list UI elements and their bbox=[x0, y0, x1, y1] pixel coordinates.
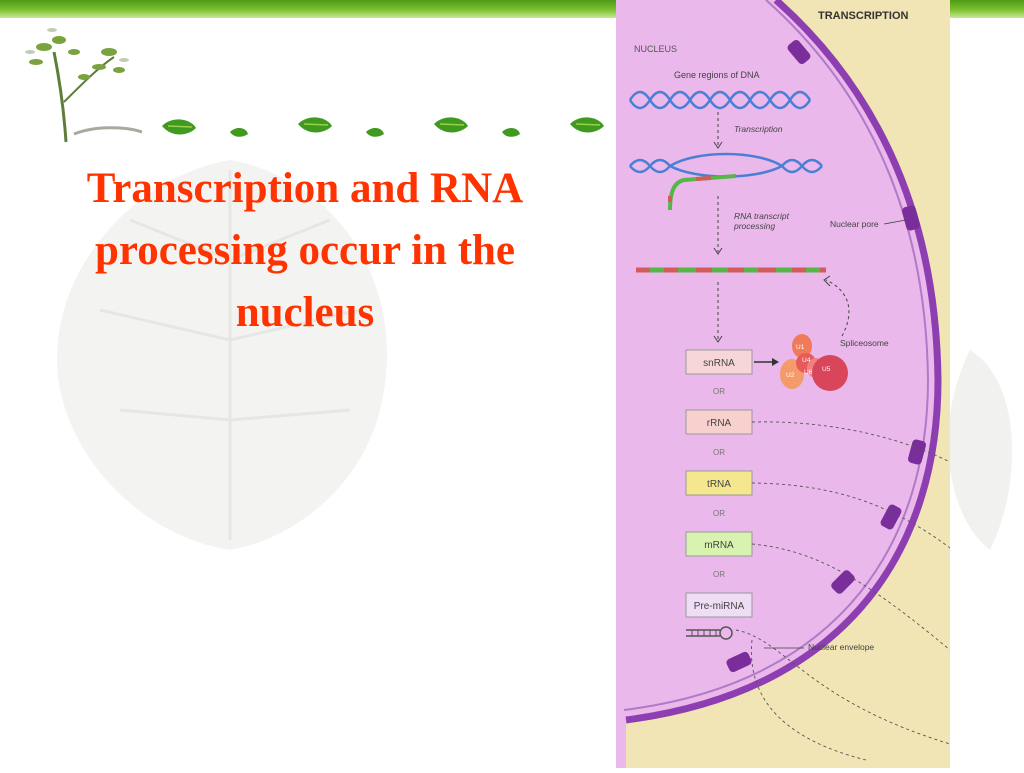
or-separator: OR bbox=[713, 448, 725, 457]
background-leaf-watermark bbox=[56, 160, 387, 550]
spliceosome: U1 U4 U6 U2 U5 bbox=[780, 334, 848, 391]
mrna-box bbox=[685, 531, 753, 557]
title-line-1: Transcription and RNA bbox=[86, 165, 524, 212]
transcription-step-label: Transcription bbox=[734, 124, 783, 134]
trna-box bbox=[685, 470, 753, 496]
slide-title: Transcription and RNA processing occur i… bbox=[20, 158, 590, 344]
spliceosome-label: Spliceosome bbox=[840, 338, 889, 348]
rna-processing-label-line-1: RNA transcript bbox=[734, 211, 790, 221]
premirna-label: Pre-miRNA bbox=[694, 601, 745, 612]
nuclear-pore bbox=[908, 439, 926, 465]
gene-regions-label: Gene regions of DNA bbox=[674, 70, 760, 80]
title-line-3: nucleus bbox=[235, 289, 375, 336]
background-leaf-watermark-right bbox=[948, 350, 1013, 550]
rrna-box bbox=[685, 409, 753, 435]
rrna-label: rRNA bbox=[707, 418, 732, 429]
dna-double-helix bbox=[628, 90, 812, 110]
nuclear-pore bbox=[902, 205, 920, 231]
spliceosome-u1: U1 bbox=[796, 344, 805, 351]
trna-label: tRNA bbox=[707, 479, 731, 490]
leaf-decoration-row bbox=[162, 117, 604, 137]
nuclear-pore bbox=[880, 504, 902, 530]
mrna-label: mRNA bbox=[704, 540, 734, 551]
rna-type-boxes: snRNA OR rRNA OR tRNA OR mRNA OR Pre-miR… bbox=[685, 349, 753, 618]
title-line-2: processing occur in the bbox=[94, 227, 516, 274]
spliceosome-u5: U5 bbox=[822, 366, 831, 373]
nucleus-label: NUCLEUS bbox=[634, 44, 677, 54]
spliceosome-u4: U4 bbox=[802, 357, 811, 364]
figure-header: TRANSCRIPTION bbox=[818, 10, 909, 22]
spliceosome-u2: U2 bbox=[786, 372, 795, 379]
spliceosome-u6: U6 bbox=[804, 369, 813, 376]
top-banner-right bbox=[950, 0, 1024, 18]
snrna-box bbox=[685, 349, 753, 375]
export-paths bbox=[735, 421, 951, 761]
premirna-box bbox=[685, 592, 753, 618]
transcription-figure: TRANSCRIPTION NUCLEUS Gene regions of DN… bbox=[616, 0, 951, 768]
or-separator: OR bbox=[713, 570, 725, 579]
rna-processing-label-line-2: processing bbox=[733, 221, 775, 231]
plant-sprout-logo bbox=[25, 28, 143, 143]
nuclear-envelope-inner bbox=[623, 0, 930, 711]
nuclear-pore-label: Nuclear pore bbox=[830, 219, 879, 229]
snrna-label: snRNA bbox=[703, 358, 735, 369]
nucleus-region bbox=[616, 0, 938, 768]
transcription-bubble bbox=[629, 152, 823, 211]
nuclear-envelope-label: Nuclear envelope bbox=[808, 642, 874, 652]
top-banner-left bbox=[0, 0, 616, 18]
transcription-diagram: TRANSCRIPTION NUCLEUS Gene regions of DN… bbox=[616, 0, 951, 768]
nuclear-pore bbox=[726, 651, 752, 673]
pre-mirna-hairpin bbox=[686, 626, 733, 640]
or-separator: OR bbox=[713, 509, 725, 518]
or-separator: OR bbox=[713, 387, 725, 396]
nuclear-pore bbox=[787, 39, 811, 65]
